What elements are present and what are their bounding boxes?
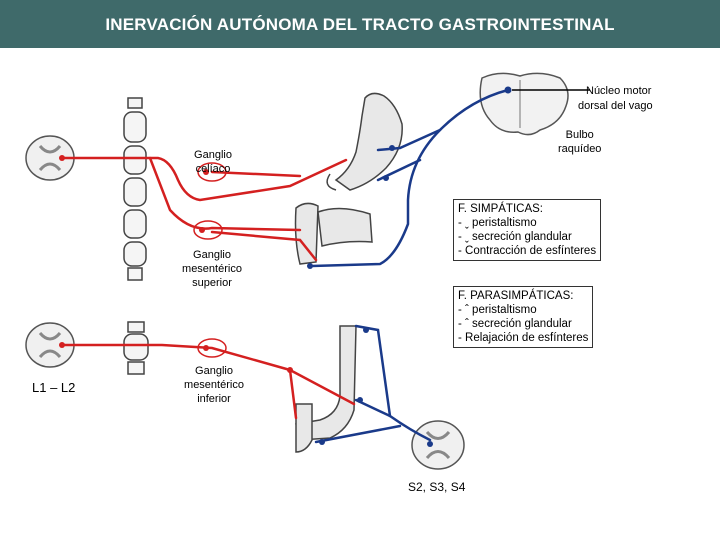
ganglio-mes-sup-label: Ganglio mesentérico superior xyxy=(172,248,252,290)
title-bar: INERVACIÓN AUTÓNOMA DEL TRACTO GASTROINT… xyxy=(0,0,720,48)
ganglio-celiaco-label: Ganglio celíaco xyxy=(182,148,244,176)
nucleo-motor-label: Núcleo motor xyxy=(586,84,651,98)
dorsal-vago-label: dorsal del vago xyxy=(578,99,653,113)
gi-tract xyxy=(294,92,403,453)
sympathetic-ganglia xyxy=(193,162,227,358)
bulbo-line2: raquídeo xyxy=(558,143,602,155)
mes-inf-line3: inferior xyxy=(197,393,231,405)
parasimpaticas-item: - Relajación de esfínteres xyxy=(458,332,589,344)
sympathetic-chain xyxy=(123,97,149,375)
simpaticas-item: - ˬ peristaltismo xyxy=(458,217,537,229)
mes-sup-line1: Ganglio xyxy=(193,249,231,261)
simpaticas-item: - ˬ secreción glandular xyxy=(458,231,572,243)
parasympathetic-dots xyxy=(307,86,512,447)
page-title: INERVACIÓN AUTÓNOMA DEL TRACTO GASTROINT… xyxy=(105,15,615,34)
sympathetic-pathways xyxy=(60,156,356,420)
sacral-label: S2, S3, S4 xyxy=(408,480,466,494)
mes-inf-line2: mesentérico xyxy=(184,379,244,391)
innervation-diagram xyxy=(25,72,590,470)
simpaticas-item: - Contracción de esfínteres xyxy=(458,245,597,257)
celiaco-line2: celíaco xyxy=(195,163,231,175)
ganglio-mes-inf-label: Ganglio mesentérico inferior xyxy=(172,364,256,406)
nucleo-line1: Núcleo motor xyxy=(586,85,652,97)
sympathetic-dots xyxy=(59,155,293,373)
parasimpaticas-heading: F. PARASIMPÁTICAS: xyxy=(458,290,574,302)
bulbo-label: Bulbo raquídeo xyxy=(558,128,601,156)
spinal-cord-lumbar xyxy=(25,322,75,368)
parasimpaticas-item: - ˆ secreción glandular xyxy=(458,318,572,330)
mes-inf-line1: Ganglio xyxy=(195,365,233,377)
parasympathetic-pathways xyxy=(310,88,510,444)
celiaco-line1: Ganglio xyxy=(194,149,232,161)
simpaticas-heading: F. SIMPÁTICAS: xyxy=(458,203,543,215)
simpaticas-box: F. SIMPÁTICAS: - ˬ peristaltismo - ˬ sec… xyxy=(453,199,602,261)
medulla-oblongata xyxy=(479,72,569,136)
parasimpaticas-item: - ˆ peristaltismo xyxy=(458,304,537,316)
bulbo-line1: Bulbo xyxy=(565,129,594,141)
mes-sup-line2: mesentérico xyxy=(182,263,242,275)
nucleo-line2: dorsal del vago xyxy=(578,100,653,112)
celiac-ganglion xyxy=(197,162,227,182)
inferior-mesenteric-ganglion xyxy=(197,338,227,358)
lumbar-label: L1 – L2 xyxy=(32,380,76,395)
superior-mesenteric-ganglion xyxy=(193,220,223,240)
mes-sup-line3: superior xyxy=(192,277,232,289)
spinal-cord-sacral xyxy=(411,420,465,470)
parasimpaticas-box: F. PARASIMPÁTICAS: - ˆ peristaltismo - ˆ… xyxy=(453,286,594,348)
